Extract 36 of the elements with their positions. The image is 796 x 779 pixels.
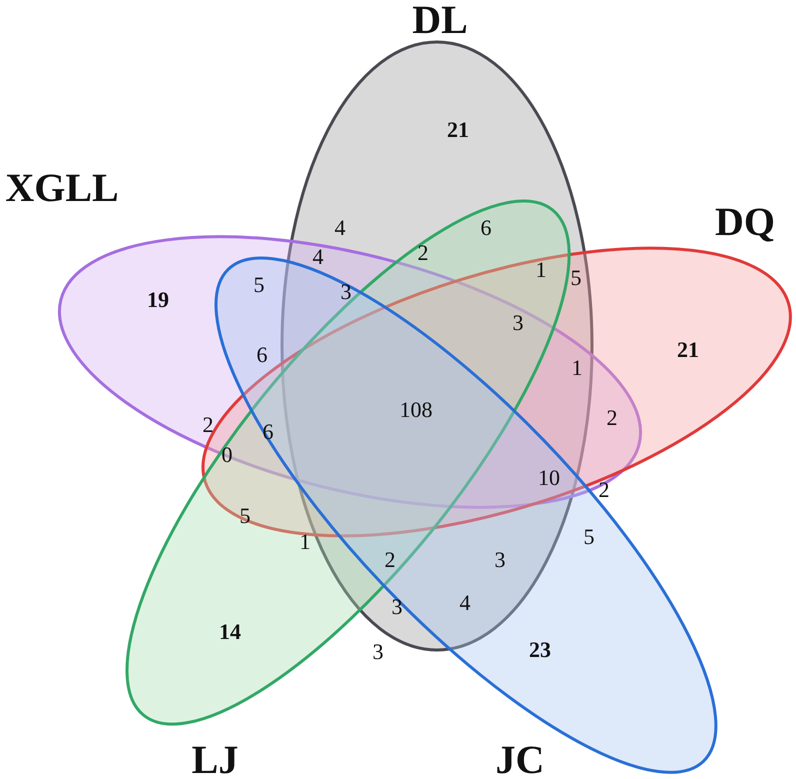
- region-count: 21: [447, 118, 469, 142]
- region-count: 4: [312, 245, 324, 269]
- region-count: 1: [536, 258, 546, 282]
- region-count: 108: [400, 398, 432, 422]
- region-count: 4: [334, 216, 346, 240]
- region-count: 2: [418, 241, 428, 265]
- set-label: LJ: [192, 738, 238, 779]
- region-count: 3: [340, 280, 352, 304]
- region-count: 6: [480, 216, 492, 240]
- region-count: 4: [460, 591, 470, 615]
- region-count: 0: [222, 443, 232, 467]
- set-label: JC: [496, 738, 544, 779]
- region-count: 5: [584, 525, 594, 549]
- set-label: DQ: [714, 200, 775, 244]
- region-count: 23: [529, 638, 551, 662]
- region-count: 3: [392, 595, 402, 619]
- region-count: 3: [512, 311, 524, 335]
- region-count: 2: [606, 406, 618, 430]
- region-count: 1: [572, 356, 582, 380]
- region-count: 2: [202, 413, 214, 437]
- set-label: DL: [412, 0, 468, 42]
- region-count: 2: [598, 478, 610, 502]
- region-count: 14: [219, 620, 241, 644]
- region-count: 5: [254, 273, 264, 297]
- set-label: XGLL: [5, 166, 119, 210]
- region-count: 3: [372, 640, 384, 664]
- region-count: 3: [494, 548, 506, 572]
- region-count: 19: [147, 288, 169, 312]
- region-count: 6: [262, 420, 274, 444]
- region-count: 2: [384, 548, 396, 572]
- region-count: 10: [538, 466, 560, 490]
- region-count: 6: [256, 343, 268, 367]
- region-count: 1: [300, 530, 310, 554]
- region-count: 21: [677, 338, 699, 362]
- region-count: 5: [570, 266, 582, 290]
- region-count: 5: [240, 504, 250, 528]
